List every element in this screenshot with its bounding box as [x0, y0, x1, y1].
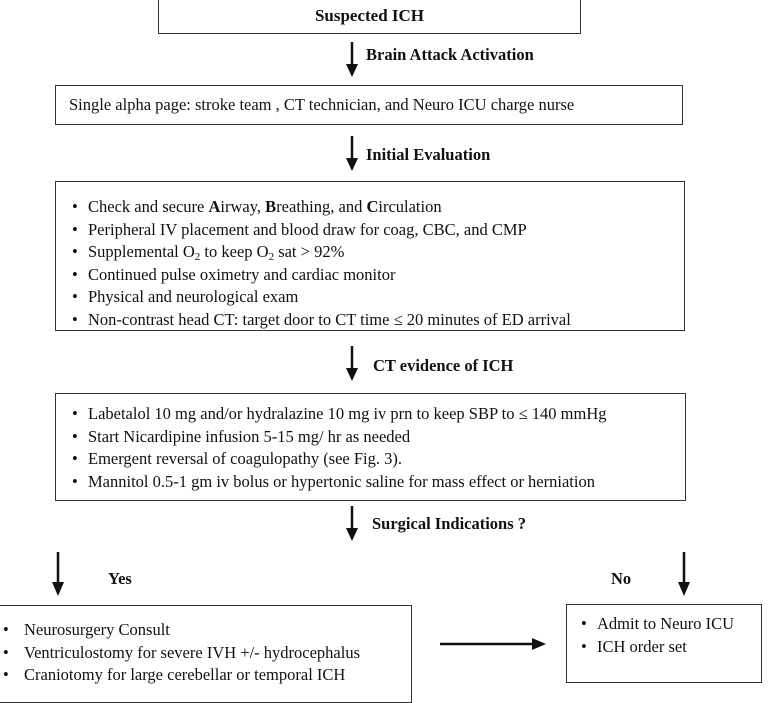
arrow-head-yes	[52, 582, 64, 596]
evaluation-item-ct: Non-contrast head CT: target door to CT …	[68, 309, 684, 332]
surgical-yes-box: Neurosurgery Consult Ventriculostomy for…	[0, 605, 412, 703]
yes-item-ventriculostomy: Ventriculostomy for severe IVH +/- hydro…	[0, 642, 411, 665]
no-label: No	[611, 569, 632, 588]
ct-item-nicardipine: Start Nicardipine infusion 5-15 mg/ hr a…	[68, 426, 685, 449]
alpha-page-text: Single alpha page: stroke team , CT tech…	[69, 95, 575, 114]
ct-evidence-label: CT evidence of ICH	[373, 356, 514, 375]
arrow-head-horizontal	[532, 638, 546, 650]
arrow-head-no	[678, 582, 690, 596]
surgical-yes-list: Neurosurgery Consult Ventriculostomy for…	[0, 619, 411, 687]
evaluation-item-iv: Peripheral IV placement and blood draw f…	[68, 219, 684, 242]
suspected-ich-box: Suspected ICH	[158, 0, 581, 34]
yes-label: Yes	[108, 569, 132, 588]
initial-evaluation-box: Check and secure Airway, Breathing, and …	[55, 181, 685, 331]
surgical-no-box: Admit to Neuro ICU ICH order set	[566, 604, 762, 683]
initial-evaluation-label: Initial Evaluation	[366, 145, 491, 164]
evaluation-item-monitor: Continued pulse oximetry and cardiac mon…	[68, 264, 684, 287]
ct-item-coagulopathy: Emergent reversal of coagulopathy (see F…	[68, 448, 685, 471]
yes-item-craniotomy: Craniotomy for large cerebellar or tempo…	[0, 664, 411, 687]
no-item-order-set: ICH order set	[577, 636, 761, 659]
arrow-head-evaluation	[346, 158, 358, 171]
suspected-ich-title: Suspected ICH	[314, 6, 425, 25]
ct-item-mannitol: Mannitol 0.5-1 gm iv bolus or hypertonic…	[68, 471, 685, 494]
initial-evaluation-list: Check and secure Airway, Breathing, and …	[68, 196, 684, 331]
ct-management-list: Labetalol 10 mg and/or hydralazine 10 mg…	[68, 403, 685, 493]
no-item-admit: Admit to Neuro ICU	[577, 613, 761, 636]
brain-attack-activation-label: Brain Attack Activation	[366, 45, 534, 64]
yes-item-consult: Neurosurgery Consult	[0, 619, 411, 642]
surgical-no-list: Admit to Neuro ICU ICH order set	[577, 613, 761, 658]
surgical-indications-label: Surgical Indications ?	[372, 514, 527, 533]
evaluation-item-exam: Physical and neurological exam	[68, 286, 684, 309]
ct-item-labetalol: Labetalol 10 mg and/or hydralazine 10 mg…	[68, 403, 685, 426]
arrow-head-surgical	[346, 528, 358, 541]
arrow-head-activation	[346, 64, 358, 77]
evaluation-item-abc: Check and secure Airway, Breathing, and …	[68, 196, 684, 219]
ct-management-box: Labetalol 10 mg and/or hydralazine 10 mg…	[55, 393, 686, 501]
evaluation-item-oxygen: Supplemental O2 to keep O2 sat > 92%	[68, 241, 684, 264]
alpha-page-box: Single alpha page: stroke team , CT tech…	[55, 85, 683, 125]
arrow-head-ct	[346, 368, 358, 381]
